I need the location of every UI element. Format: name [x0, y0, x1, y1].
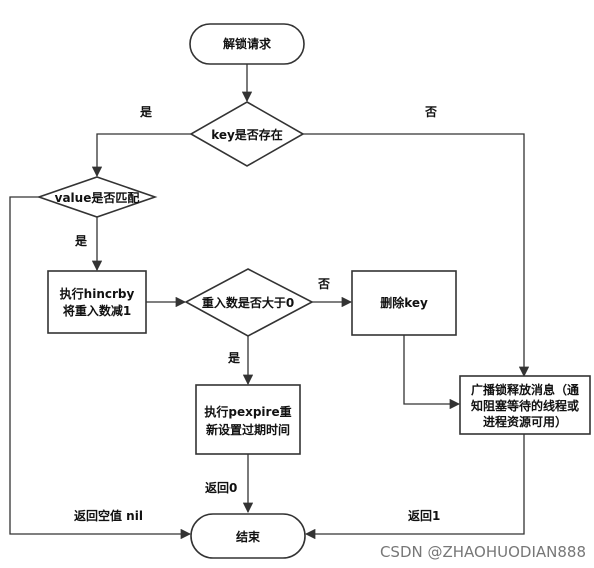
key-exists-label: key是否存在 — [211, 127, 283, 142]
arrow-return-1 — [304, 434, 525, 540]
start-label: 解锁请求 — [223, 36, 272, 51]
start-terminator — [189, 23, 305, 65]
delete-key-label: 删除key — [380, 295, 428, 310]
key-exists-decision — [189, 101, 305, 167]
broadcast-label-line2: 知阻塞等待的线程或 — [470, 398, 579, 413]
end-terminator — [190, 513, 306, 559]
reentry-decision — [184, 268, 314, 337]
hincrby-label-line2: 将重入数减1 — [63, 303, 131, 318]
edge-label-value-yes: 是 — [74, 234, 88, 248]
broadcast-label-line1: 广播锁释放消息（通 — [471, 382, 579, 397]
edge-label-return-nil: 返回空值 nil — [74, 508, 143, 523]
pexpire-label-line1: 执行pexpire重 — [204, 404, 291, 419]
broadcast-label-line3: 进程资源可用） — [483, 414, 567, 429]
pexpire-process — [195, 384, 301, 455]
reentry-label: 重入数是否大于0 — [202, 295, 294, 310]
arrow-return-nil — [9, 196, 192, 540]
edge-label-key-no: 否 — [424, 105, 437, 119]
connectors — [9, 64, 530, 540]
edge-label-reentry-yes: 是 — [227, 351, 241, 365]
arrow-delete-to-broadcast — [403, 335, 461, 410]
broadcast-process — [459, 375, 591, 435]
hincrby-label-line1: 执行hincrby — [60, 286, 135, 301]
value-match-decision — [36, 176, 158, 218]
value-match-label: value是否匹配 — [55, 190, 140, 205]
edge-label-reentry-no: 否 — [317, 277, 330, 291]
hincrby-process — [47, 270, 147, 334]
end-label: 结束 — [236, 529, 261, 544]
edge-label-key-yes: 是 — [139, 105, 153, 119]
edge-label-return-0: 返回0 — [205, 480, 237, 495]
delete-key-process — [351, 270, 457, 336]
arrow-key-no — [303, 133, 530, 378]
edge-label-return-1: 返回1 — [408, 508, 440, 523]
watermark: CSDN @ZHAOHUODIAN888 — [380, 543, 586, 561]
arrow-key-yes — [91, 133, 191, 178]
pexpire-label-line2: 新设置过期时间 — [206, 422, 290, 437]
